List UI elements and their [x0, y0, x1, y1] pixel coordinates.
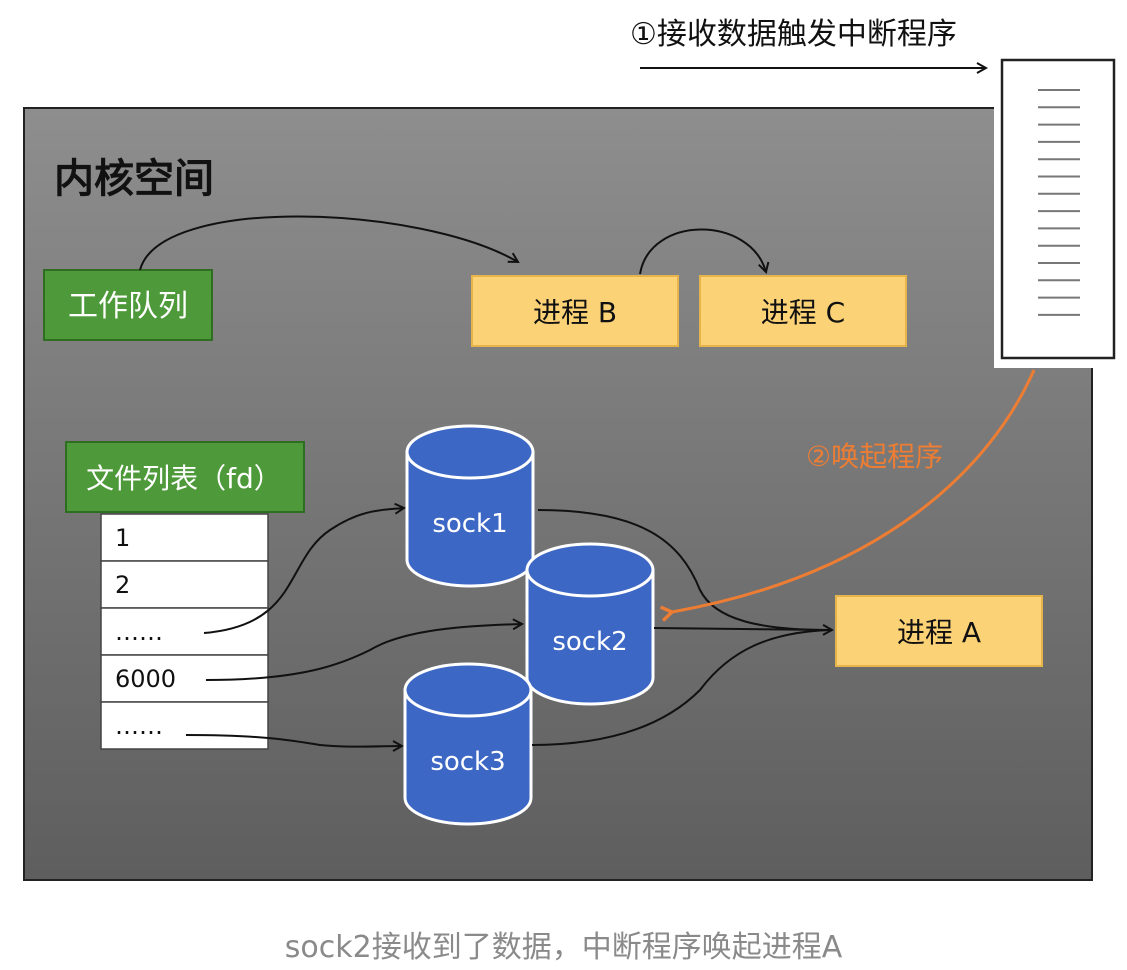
fd-row-value: 6000	[115, 665, 176, 693]
sock1-label: sock1	[432, 509, 507, 539]
fd-list: 文件列表（fd） 1 2 …… 6000 ……	[65, 441, 305, 750]
sock3-label: sock3	[430, 747, 505, 777]
sock2-label: sock2	[552, 627, 627, 657]
process-a-label: 进程 A	[897, 616, 981, 649]
work-queue-label: 工作队列	[68, 289, 188, 324]
queue-to-b-arrow	[139, 215, 518, 271]
sock3-to-process-a-arrow	[531, 629, 831, 746]
b-to-c-arrow	[639, 228, 766, 275]
process-c-label: 进程 C	[761, 296, 845, 329]
fd-row-value: 2	[115, 571, 130, 599]
kernel-title: 内核空间	[54, 156, 214, 202]
process-b-box: 进程 B	[471, 275, 679, 347]
interrupt-label: ①接收数据触发中断程序	[630, 17, 957, 52]
wake-arrow	[672, 369, 1036, 612]
fd-to-sock3-arrow	[185, 734, 402, 747]
sock3-socket: sock3	[403, 662, 533, 826]
process-a-box: 进程 A	[835, 595, 1043, 667]
sock2-to-process-a-arrow	[653, 628, 832, 630]
fd-row	[100, 701, 269, 750]
sock1-socket: sock1	[405, 424, 535, 588]
fd-row	[100, 513, 269, 562]
sock2-socket: sock2	[525, 542, 655, 706]
fd-to-sock1-arrow	[203, 508, 404, 634]
work-queue-box: 工作队列	[43, 269, 213, 341]
fd-row	[100, 560, 269, 609]
figure-caption: sock2接收到了数据，中断程序唤起进程A	[284, 930, 843, 965]
wake-label: ②唤起程序	[806, 440, 943, 473]
fd-row-value: ……	[115, 712, 163, 740]
process-b-label: 进程 B	[533, 296, 617, 329]
fd-row-value: 1	[115, 524, 130, 552]
fd-list-title: 文件列表（fd）	[86, 462, 282, 495]
receive-buffer	[994, 56, 1118, 368]
fd-row-value: ……	[115, 618, 163, 646]
fd-to-sock2-arrow	[205, 624, 522, 681]
process-c-box: 进程 C	[699, 275, 907, 347]
sock1-to-process-a-arrow	[537, 509, 831, 631]
